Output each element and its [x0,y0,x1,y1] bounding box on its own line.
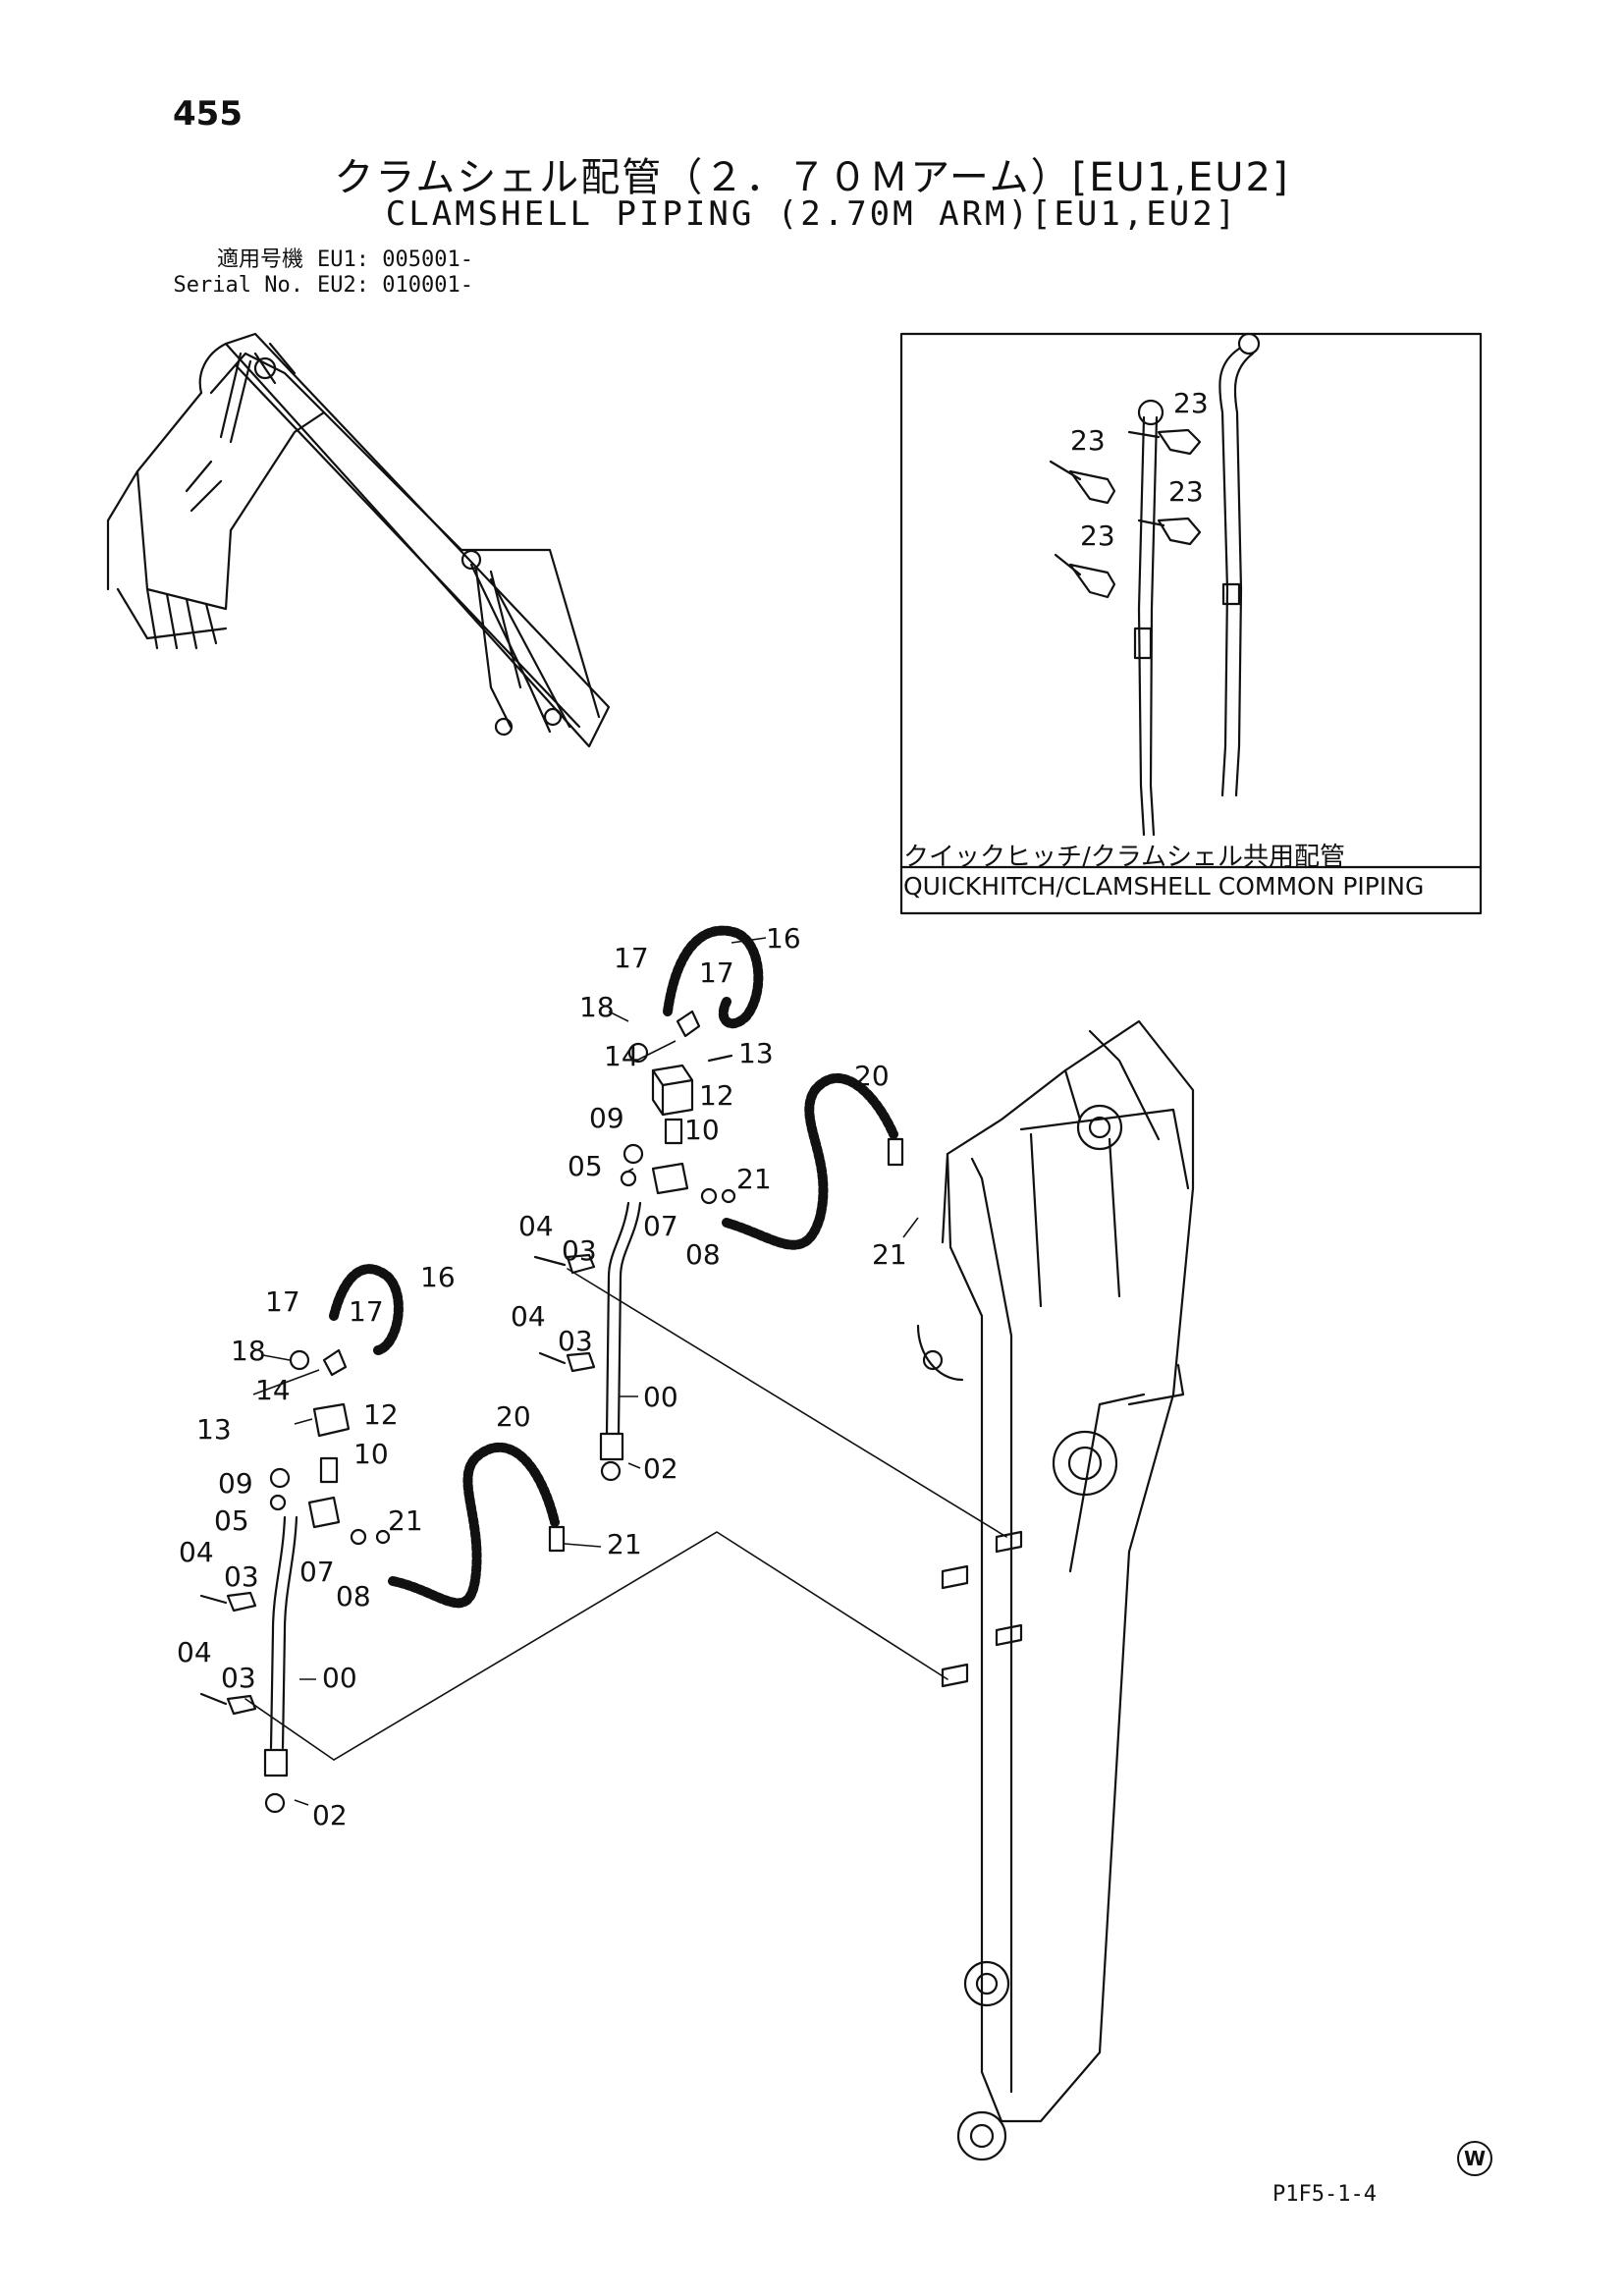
callout-03: 03 [221,1662,256,1694]
callout-08: 08 [685,1238,721,1271]
callout-17: 17 [349,1295,384,1328]
callout-20: 20 [496,1400,531,1433]
callout-16: 16 [766,922,801,955]
callout-05: 05 [214,1504,249,1537]
callout-03: 03 [562,1234,597,1267]
callout-ticks [252,937,919,1806]
serial-eu1: EU1: 005001- [317,247,473,272]
callout-23: 23 [1168,475,1204,508]
title-japanese: クラムシェル配管（２．７０Ｍアーム）[EU1,EU2] [334,155,1290,200]
serial-block: 適用号機 EU1: 005001- Serial No. EU2: 010001- [171,247,473,299]
drawing-code: P1F5-1-4 [1272,2182,1377,2207]
callout-10: 10 [684,1114,720,1146]
lower-hose-assembly [199,1264,566,1814]
inset-box [899,332,1483,915]
callout-23: 23 [1080,519,1115,552]
leader-lines [244,1268,1007,1761]
callout-05: 05 [568,1150,603,1182]
callout-13: 13 [738,1037,774,1069]
inset-caption-en: QUICKHITCH/CLAMSHELL COMMON PIPING [903,872,1425,901]
callout-03: 03 [224,1560,259,1593]
callout-18: 18 [579,991,615,1023]
callout-21: 21 [736,1163,772,1195]
callout-04: 04 [518,1210,554,1242]
callout-12: 12 [363,1398,399,1431]
excavator-thumbnail [106,332,611,748]
callout-17: 17 [699,957,734,989]
callout-21: 21 [872,1238,907,1271]
callout-10: 10 [353,1438,389,1470]
callout-18: 18 [231,1335,266,1367]
callout-02: 02 [312,1799,348,1831]
serial-label-en: Serial No. [173,273,303,298]
callout-07: 07 [643,1210,678,1242]
title-english: CLAMSHELL PIPING (2.70M ARM)[EU1,EU2] [385,194,1239,234]
callout-17: 17 [265,1285,300,1318]
callout-21: 21 [607,1528,642,1560]
watermark-symbol: W [1457,2141,1492,2176]
callout-04: 04 [179,1536,214,1568]
arm-structure [916,1019,1195,2161]
callout-14: 14 [255,1374,291,1406]
callout-12: 12 [699,1079,734,1112]
callout-20: 20 [854,1060,890,1092]
callout-13: 13 [196,1413,232,1446]
upper-hose-assembly [533,925,904,1482]
callout-09: 09 [589,1102,624,1134]
lower-callouts: 17 16 17 18 14 12 13 10 09 05 21 07 08 2… [177,1261,642,1831]
callout-04: 04 [511,1300,546,1333]
callout-09: 09 [218,1467,253,1500]
upper-callouts: 17 16 17 18 14 13 12 20 09 10 05 21 07 0… [511,922,907,1485]
callout-07: 07 [299,1556,335,1588]
callout-21: 21 [388,1504,423,1537]
callout-14: 14 [604,1040,639,1072]
callout-17: 17 [614,942,649,974]
callout-02: 02 [643,1452,678,1485]
callout-03: 03 [558,1325,593,1357]
inset-callouts: 23 23 23 23 [1070,387,1209,552]
callout-16: 16 [420,1261,456,1293]
inset-caption-jp: クイックヒッチ/クラムシェル共用配管 [903,843,1345,872]
callout-00: 00 [643,1381,678,1413]
serial-eu2: EU2: 010001- [317,273,473,298]
callout-04: 04 [177,1636,212,1668]
serial-label-jp: 適用号機 [216,247,303,272]
page-number: 455 [173,94,243,134]
callout-23: 23 [1070,424,1106,457]
callout-23: 23 [1173,387,1209,419]
callout-00: 00 [322,1662,357,1694]
callout-08: 08 [336,1580,371,1613]
